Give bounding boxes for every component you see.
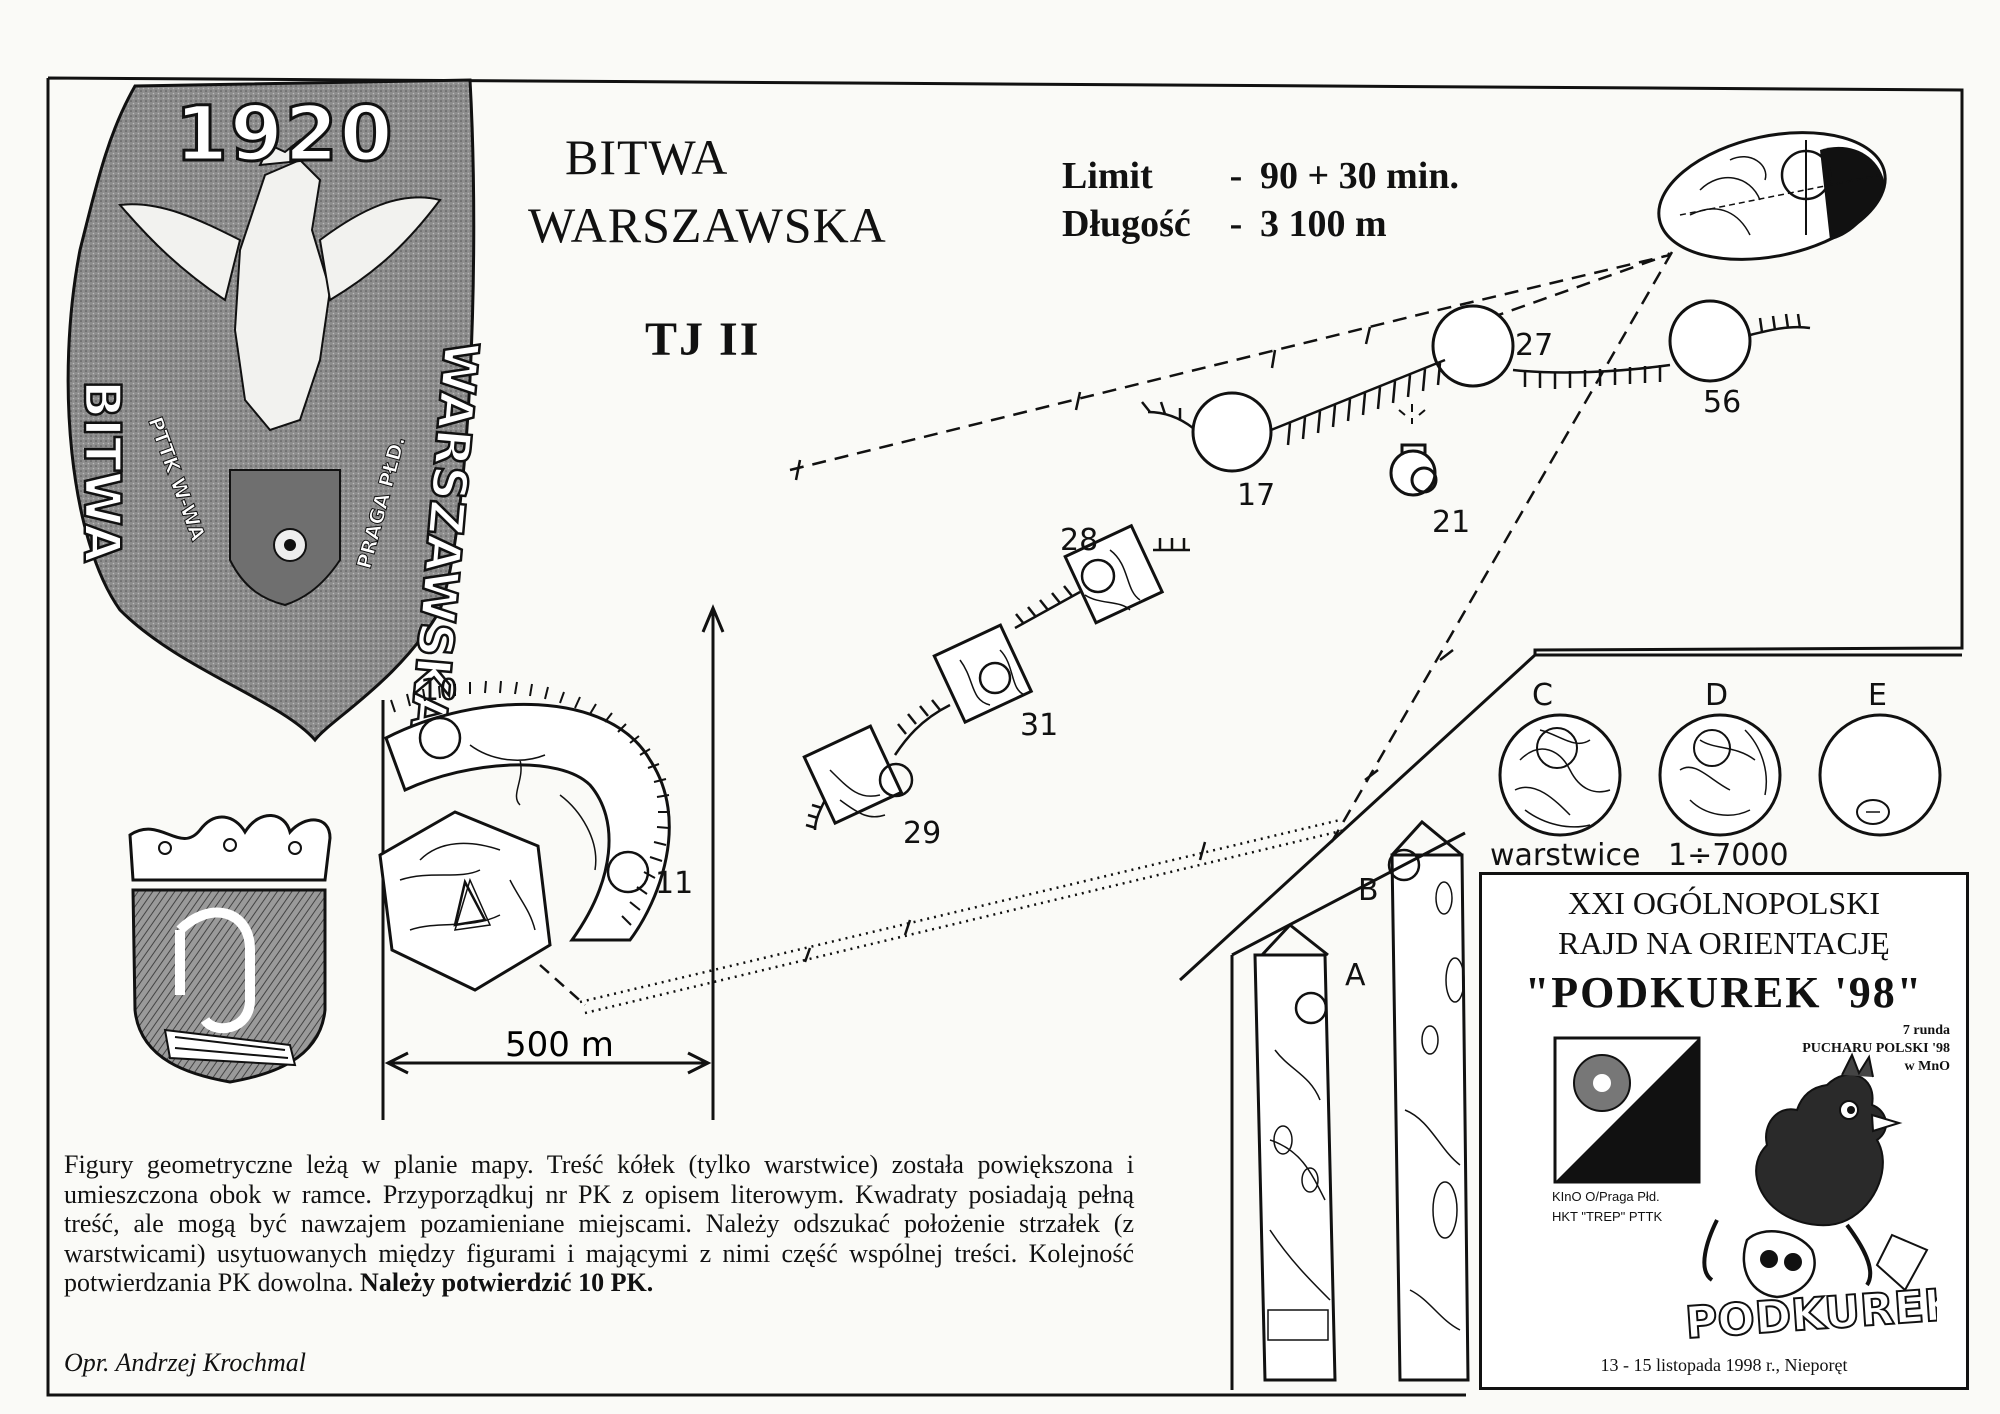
- map-squares: [802, 523, 1165, 826]
- control-number-11: 11: [655, 866, 693, 901]
- title-line-2: WARSZAWSKA: [528, 197, 887, 253]
- strip-b: [1387, 819, 1470, 1382]
- control-number-56: 56: [1703, 385, 1741, 420]
- scale-bar: [381, 604, 725, 1120]
- legend-caption-scale: 1÷7000: [1668, 838, 1789, 873]
- spark-icon: [1398, 404, 1426, 424]
- option-letter-a: A: [1345, 958, 1366, 993]
- scale-label: 500 m: [505, 1025, 614, 1065]
- strips-outline: [1230, 831, 1466, 1390]
- district-coat-of-arms: [128, 814, 332, 1084]
- course-lines: [539, 251, 1674, 1015]
- course-length-dash: -: [1229, 203, 1243, 245]
- author-credit: Opr. Andrzej Krochmal: [64, 1348, 306, 1377]
- option-letter-d: D: [1705, 678, 1728, 713]
- square-ridges: [805, 538, 1190, 831]
- rooster-mascot-icon: PODKUREK: [1683, 1052, 1937, 1345]
- time-limit-row: Limit -90 + 30 min.: [1062, 154, 1459, 198]
- battle-emblem: 1920 BITWA WARSZAWSKA PTTK W-WA PRAGA PŁ…: [66, 78, 490, 743]
- legend-circles: [1498, 713, 1942, 837]
- control-number-17: 17: [1237, 478, 1275, 513]
- start-ellipse: [1657, 131, 1887, 261]
- eagle-icon: [118, 138, 442, 432]
- time-limit-label: Limit: [1062, 155, 1153, 197]
- control-circles: [1191, 299, 1752, 497]
- poster-event-name: "PODKUREK '98": [1524, 968, 1924, 1017]
- hexagon-map: [378, 810, 552, 992]
- poster-line-2: RAJD NA ORIENTACJĘ: [1558, 925, 1890, 961]
- arc-band: [384, 680, 671, 942]
- poster-organizer-2: HKT "TREP" PTTK: [1552, 1209, 1663, 1224]
- poster-round: 7 runda: [1902, 1023, 1950, 1038]
- title-line-1: BITWA: [565, 129, 729, 185]
- control-number-31: 31: [1020, 708, 1058, 743]
- square-contours: [829, 549, 1141, 818]
- strip-a: [1253, 922, 1337, 1382]
- course-length-row: Długość-3 100 m: [1062, 202, 1387, 246]
- option-letter-e: E: [1868, 678, 1887, 713]
- serpent-letter-icon: [175, 907, 255, 1034]
- sheet-frame: [46, 76, 1964, 1397]
- legend-caption-contours: warstwice: [1490, 838, 1640, 873]
- poster-discipline: w MnO: [1904, 1059, 1951, 1074]
- task-description: Figury geometryczne leżą w planie mapy. …: [64, 1150, 1134, 1298]
- task-description-text: Figury geometryczne leżą w planie mapy. …: [64, 1150, 1134, 1298]
- course-length-value: 3 100 m: [1260, 203, 1387, 245]
- category-subtitle: TJ II: [645, 313, 761, 366]
- poster-line-1: XXI OGÓLNOPOLSKI: [1568, 885, 1880, 921]
- control-number-27: 27: [1515, 328, 1553, 363]
- control-number-10: 10: [420, 673, 458, 708]
- option-letter-c: C: [1532, 678, 1553, 713]
- poster-date: 13 - 15 listopada 1998 r., Nieporęt: [1600, 1355, 1848, 1375]
- event-poster: XXI OGÓLNOPOLSKI RAJD NA ORIENTACJĘ "POD…: [1479, 872, 1969, 1390]
- emblem-text-left: BITWA: [73, 380, 131, 563]
- poster-mascot-logo: PODKUREK: [1684, 1279, 1937, 1345]
- time-limit-dash: -: [1229, 155, 1243, 197]
- task-description-bold: Należy potwierdzić 10 PK.: [360, 1268, 654, 1298]
- option-letter-b: B: [1358, 873, 1379, 908]
- control-number-29: 29: [903, 816, 941, 851]
- course-length-label: Długość: [1062, 203, 1191, 245]
- control-number-21: 21: [1432, 505, 1470, 540]
- hatched-ridges: [1141, 313, 1811, 446]
- orienteering-flag-icon: [1553, 1036, 1701, 1184]
- control-number-28: 28: [1060, 523, 1098, 558]
- time-limit-value: 90 + 30 min.: [1260, 155, 1459, 197]
- poster-organizer-1: KInO O/Praga Płd.: [1552, 1189, 1660, 1204]
- emblem-year: 1920: [175, 89, 395, 178]
- poster-cup: PUCHARU POLSKI '98: [1802, 1041, 1950, 1056]
